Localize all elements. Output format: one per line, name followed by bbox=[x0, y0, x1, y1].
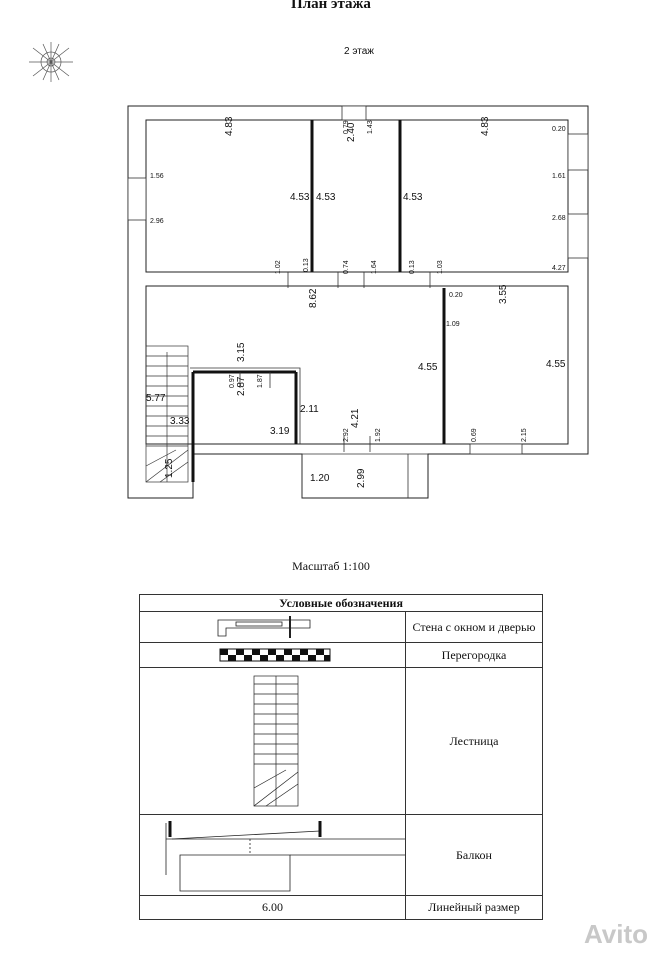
dimension-label: 1.20 bbox=[310, 473, 330, 484]
legend-stairs-symbol bbox=[139, 667, 406, 815]
legend-label-partition: Перегородка bbox=[405, 642, 543, 668]
dimension-label: 1.92 bbox=[375, 428, 382, 442]
dimension-label: 1.43 bbox=[367, 120, 374, 134]
legend-label-linear-dim: Линейный размер bbox=[405, 895, 543, 920]
outer-walls bbox=[127, 105, 589, 499]
dimension-label: 2.11 bbox=[300, 404, 319, 415]
dimension-label: 2.92 bbox=[343, 428, 350, 442]
dimension-label: 1.25 bbox=[164, 458, 175, 478]
page-title: План этажа bbox=[291, 0, 371, 12]
legend-balcony-symbol bbox=[139, 814, 406, 896]
dimension-label: 4.55 bbox=[546, 359, 566, 370]
scale-label: Масштаб 1:100 bbox=[292, 559, 370, 573]
dimension-label: 0.69 bbox=[471, 428, 478, 442]
door-marks bbox=[239, 272, 431, 452]
dimension-label: 1.64 bbox=[371, 260, 378, 274]
dimension-label: 1.87 bbox=[257, 374, 264, 388]
legend-wall-symbol bbox=[139, 611, 406, 643]
dimension-label: 1.03 bbox=[437, 260, 444, 274]
dimension-label: 5.77 bbox=[146, 393, 166, 404]
dimension-label: 0.74 bbox=[343, 260, 350, 274]
dimension-label: 3.15 bbox=[236, 342, 247, 362]
legend-table: Условные обозначения Стена с окном и две… bbox=[139, 594, 543, 920]
dimension-label: 1.56 bbox=[150, 173, 164, 180]
dimension-label: 4.83 bbox=[224, 116, 235, 136]
legend-partition-symbol bbox=[139, 642, 406, 668]
dimension-label: 0.79 bbox=[343, 120, 350, 134]
floor-plan: 4.83 4.53 4.53 0.79 2.40 1.43 4.53 4.83 … bbox=[29, 42, 589, 499]
dimension-label: 2.96 bbox=[150, 218, 164, 225]
inner-lines bbox=[190, 367, 428, 498]
legend-label-stairs: Лестница bbox=[405, 667, 543, 815]
dimension-label: 3.33 bbox=[170, 416, 190, 427]
dimension-label: 1.02 bbox=[275, 260, 282, 274]
dimension-label: 4.83 bbox=[480, 116, 491, 136]
dimension-label: 0.97 bbox=[229, 374, 236, 388]
stairs bbox=[145, 345, 189, 483]
floor-label: 2 этаж bbox=[344, 46, 374, 57]
dimension-label: 4.53 bbox=[290, 192, 310, 203]
dimension-label: 2.68 bbox=[552, 215, 566, 222]
legend-linear-dim-value: 6.00 bbox=[139, 895, 406, 920]
dimension-label: 2.99 bbox=[356, 468, 367, 488]
legend-label-balcony: Балкон bbox=[405, 814, 543, 896]
legend-label-wall: Стена с окном и дверью bbox=[405, 611, 543, 643]
dimension-label: 4.53 bbox=[403, 192, 423, 203]
dimension-label: 3.19 bbox=[270, 426, 290, 437]
dimension-label: 4.27 bbox=[552, 265, 566, 272]
compass-icon bbox=[29, 42, 73, 82]
dimension-labels: 4.83 4.53 4.53 0.79 2.40 1.43 4.53 4.83 … bbox=[146, 116, 566, 488]
dimension-label: 1.61 bbox=[552, 173, 566, 180]
dimension-label: 0.13 bbox=[303, 258, 310, 272]
legend-header: Условные обозначения bbox=[139, 594, 543, 612]
dimension-label: 2.40 bbox=[346, 122, 357, 142]
dimension-label: 4.55 bbox=[418, 362, 438, 373]
dimension-label: 8.62 bbox=[308, 288, 319, 308]
watermark-logo: Avito bbox=[583, 919, 648, 949]
dimension-label: 0.20 bbox=[449, 292, 463, 299]
dimension-label: 0.20 bbox=[552, 126, 566, 133]
partitions bbox=[191, 120, 446, 482]
dimension-label: 1.09 bbox=[446, 321, 460, 328]
dimension-label: 0.13 bbox=[409, 260, 416, 274]
dimension-label: 4.53 bbox=[316, 192, 336, 203]
dimension-label: 2.87 bbox=[236, 376, 247, 396]
dimension-label: 4.21 bbox=[350, 408, 361, 428]
dimension-label: 2.15 bbox=[521, 428, 528, 442]
windows bbox=[127, 105, 589, 455]
dimension-label: 3.55 bbox=[498, 284, 509, 304]
